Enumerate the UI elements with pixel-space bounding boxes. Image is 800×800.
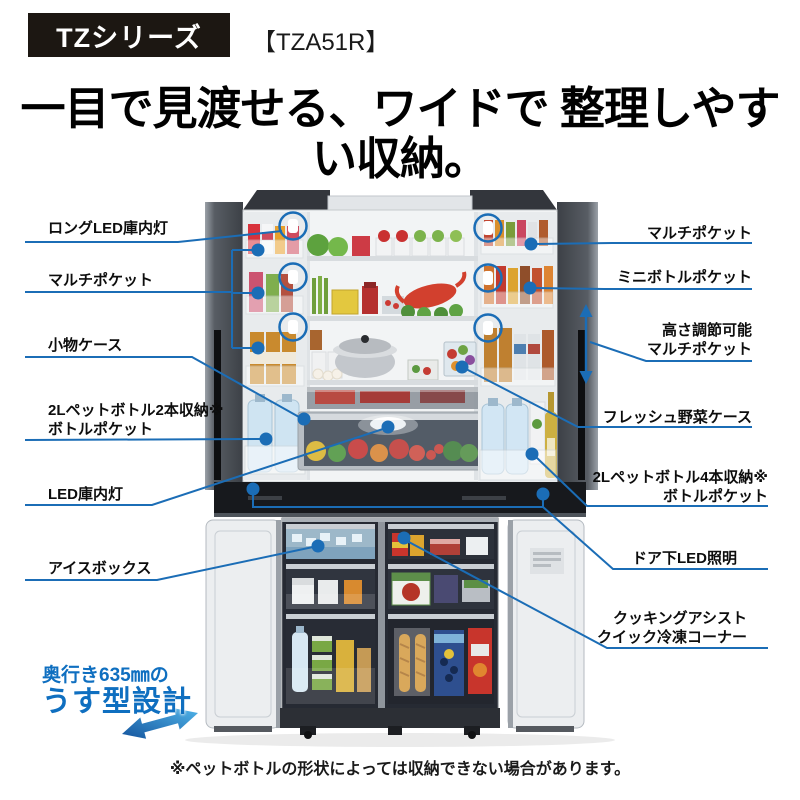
freezer-right-bottom-drawer <box>388 614 494 704</box>
callout-label-2l-bottle-4-pocket: 2Lペットボトル4本収納※ ボトルポケット <box>593 468 768 506</box>
left-door-pockets <box>243 212 307 480</box>
callout-label-multi-pocket-left: マルチポケット <box>48 272 154 289</box>
callout-label-ice-box: アイスボックス <box>48 560 152 577</box>
freezer-left-bottom-drawer <box>286 614 375 704</box>
door-bottom-band <box>214 482 586 517</box>
callout-label-line1: クッキングアシスト <box>613 610 747 627</box>
callout-overlay <box>24 211 768 649</box>
freezer-left-open-door <box>205 519 281 729</box>
freezer-right-open-door <box>507 519 585 729</box>
fridge-right-open-door-exterior <box>557 202 598 490</box>
right-door-pockets <box>478 212 557 482</box>
leader-lines-right <box>252 242 768 649</box>
callout-label-long-led-light: ロングLED庫内灯 <box>48 220 169 237</box>
headline: 一目で見渡せる、ワイドで 整理しやすい収納。 <box>0 84 800 184</box>
freezer-right-middle-drawer <box>388 564 494 609</box>
series-badge: TZシリーズ <box>28 13 230 57</box>
callout-label-line1: 2Lペットボトル2本収納※ <box>48 402 224 419</box>
callout-label-line2: マルチポケット <box>646 341 752 358</box>
callout-label-small-item-case: 小物ケース <box>48 337 123 354</box>
callout-label-mini-bottle-pocket: ミニボトルポケット <box>616 269 752 286</box>
interior-left-frame <box>305 212 310 480</box>
fridge-top-edge <box>243 190 557 211</box>
freezer-left-middle-drawer <box>286 564 375 609</box>
callout-label-2l-bottle-2-pocket: 2Lペットボトル2本収納※ ボトルポケット <box>48 401 223 439</box>
callout-label-cooking-assist-quick-freeze: クッキングアシスト クイック冷凍コーナー <box>597 609 747 647</box>
fridge-shelves-food <box>307 230 478 409</box>
height-adjust-arrow-icon <box>579 304 593 384</box>
headline-line2: 整理しやすい収納。 <box>311 83 781 184</box>
freezer-compartments <box>281 517 499 715</box>
callout-label-line2: ボトルポケット <box>662 488 768 505</box>
callout-label-line2: ボトルポケット <box>48 421 154 438</box>
depth-feature-line1: 奥行き635㎜の <box>42 665 169 686</box>
footnote: ※ペットボトルの形状によっては収納できない場合があります。 <box>169 761 631 778</box>
leader-lines-left <box>24 230 384 581</box>
led-highlight-rings <box>278 211 503 343</box>
depth-arrow-icon <box>122 708 198 739</box>
depth-feature-text: 奥行き635㎜の うす型設計 <box>42 666 192 717</box>
callout-dots <box>246 237 550 553</box>
callout-label-fresh-vegetable-case: フレッシュ野菜ケース <box>602 409 752 426</box>
headline-line1: 一目で見渡せる、ワイドで <box>20 83 549 134</box>
callout-label-line1: 高さ調節可能 <box>661 322 752 339</box>
callout-label-under-door-led: ドア下LED照明 <box>631 550 737 567</box>
callout-label-line1: 2Lペットボトル4本収納※ <box>592 469 768 486</box>
callout-label-led-light: LED庫内灯 <box>48 486 124 503</box>
callout-label-height-adjust-multi-pocket: 高さ調節可能 マルチポケット <box>647 321 752 359</box>
ice-box-drawer <box>286 524 375 559</box>
fridge-left-open-door-exterior <box>205 202 243 490</box>
callout-label-line2: クイック冷凍コーナー <box>596 629 747 646</box>
door-spec-label <box>530 548 564 574</box>
chilled-room-drawer <box>307 387 478 409</box>
vegetable-crisper <box>297 411 489 471</box>
depth-feature-line2: うす型設計 <box>42 686 193 718</box>
model-number: 【TZA51R】 <box>252 29 390 56</box>
fridge-base <box>185 708 615 747</box>
callout-label-multi-pocket-right: マルチポケット <box>646 225 752 242</box>
